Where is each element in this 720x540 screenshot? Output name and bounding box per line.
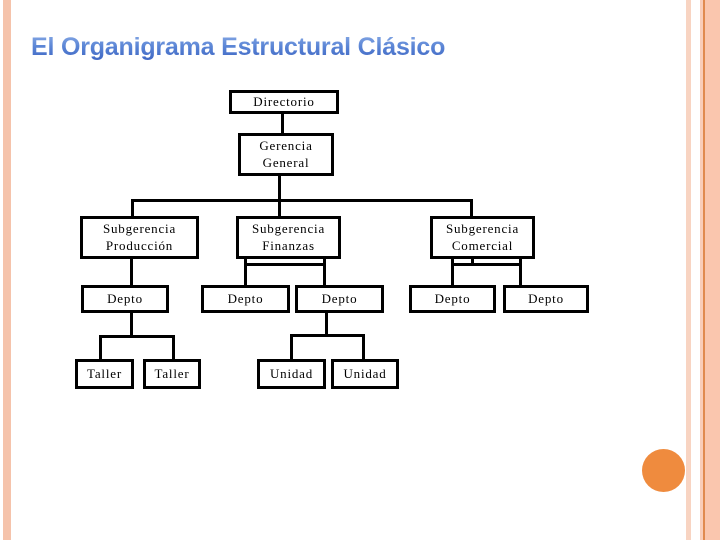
org-node-depto-finanzas-2: Depto bbox=[295, 285, 384, 313]
slide-title: El Organigrama Estructural Clásico bbox=[31, 33, 446, 61]
org-node-depto-comercial-2: Depto bbox=[503, 285, 589, 313]
right-border-stripe-3 bbox=[703, 0, 705, 540]
connector-directorio-gerencia bbox=[281, 112, 284, 134]
connector-taller-right-drop bbox=[172, 335, 175, 360]
connector-comercial-depto-left bbox=[451, 257, 454, 286]
org-node-unidad-2: Unidad bbox=[331, 359, 399, 389]
left-border-stripe bbox=[3, 0, 11, 540]
connector-drop-produccion bbox=[131, 199, 134, 217]
org-node-taller-2: Taller bbox=[143, 359, 201, 389]
connector-unidad-left-drop bbox=[290, 334, 293, 360]
org-node-subgerencia-comercial: Subgerencia Comercial bbox=[430, 216, 535, 259]
right-border-stripe-2 bbox=[700, 0, 703, 540]
org-node-depto-produccion: Depto bbox=[81, 285, 169, 313]
org-node-taller-1: Taller bbox=[75, 359, 134, 389]
connector-finanzas-depto-right bbox=[323, 257, 326, 286]
connector-finanzas-depto-left bbox=[244, 257, 247, 286]
org-node-gerencia-general: Gerencia General bbox=[238, 133, 334, 176]
org-node-subgerencia-finanzas: Subgerencia Finanzas bbox=[236, 216, 341, 259]
connector-unidad-bracket bbox=[290, 334, 365, 337]
connector-comercial-depto-right bbox=[519, 257, 522, 286]
connector-unidad-right-drop bbox=[362, 334, 365, 360]
connector-depto-unidad-stem bbox=[325, 312, 328, 337]
connector-produccion-depto bbox=[130, 257, 133, 286]
connector-depto-taller-stem bbox=[130, 312, 133, 338]
orange-circle-decoration bbox=[642, 449, 685, 492]
connector-drop-comercial bbox=[470, 199, 473, 217]
right-border-stripe-4 bbox=[705, 0, 720, 540]
org-node-unidad-1: Unidad bbox=[257, 359, 326, 389]
connector-comercial-bracket bbox=[451, 263, 522, 266]
org-node-directorio: Directorio bbox=[229, 90, 339, 114]
right-border-stripe-1 bbox=[686, 0, 691, 540]
org-node-subgerencia-produccion: Subgerencia Producción bbox=[80, 216, 199, 259]
connector-main-horizontal bbox=[131, 199, 473, 202]
connector-gerencia-down bbox=[278, 174, 281, 217]
connector-taller-bracket bbox=[99, 335, 175, 338]
connector-comercial-stub bbox=[471, 257, 474, 266]
org-node-depto-finanzas-1: Depto bbox=[201, 285, 290, 313]
connector-taller-left-drop bbox=[99, 335, 102, 360]
connector-finanzas-bracket bbox=[244, 263, 326, 266]
org-node-depto-comercial-1: Depto bbox=[409, 285, 496, 313]
